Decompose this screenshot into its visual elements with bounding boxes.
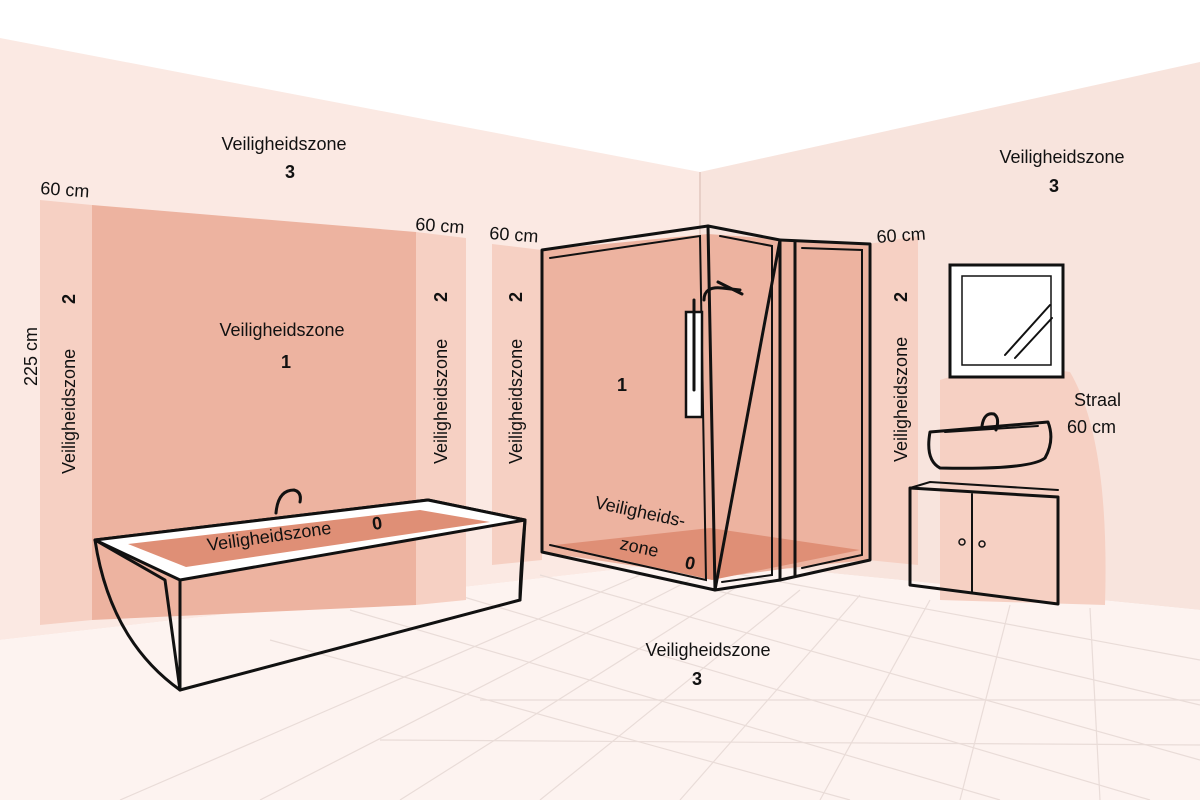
shower-head-icon: [702, 286, 742, 302]
sink: [927, 412, 1053, 470]
zone3-left-number: 3: [285, 162, 295, 182]
zone2-shower-right-number: 2: [891, 292, 911, 302]
zone0-bath-water: [128, 510, 490, 567]
shower-enclosure: [540, 224, 872, 592]
zone2-left-label: Veiligheidszone: [59, 349, 79, 474]
zone0-bath-number: 0: [371, 513, 384, 534]
zone2-bath-right-label: Veiligheidszone: [431, 339, 451, 464]
zone2-left-band: [40, 200, 92, 625]
width-60cm-bath-right: 60 cm: [415, 214, 465, 237]
zone2-shower-right-band: [868, 236, 918, 565]
zone2-bath-right-number: 2: [431, 292, 451, 302]
zone1-bath-label: Veiligheidszone: [219, 320, 344, 340]
floor: [0, 560, 1200, 800]
zone3-left-label: Veiligheidszone: [221, 134, 346, 154]
zone3-right-number: 3: [1049, 176, 1059, 196]
sink-faucet: [980, 412, 1000, 432]
zone2-shower-left-number: 2: [506, 292, 526, 302]
zone1-shower: [542, 234, 868, 578]
bathtub: [93, 488, 527, 692]
zone1-bath-number: 1: [281, 352, 291, 372]
width-60cm-shower-right: 60 cm: [876, 224, 926, 247]
zone0-shower-number: 0: [683, 552, 697, 574]
width-60cm-shower-left: 60 cm: [489, 223, 539, 246]
beam-value: 60 cm: [1067, 417, 1116, 437]
zone2-left-number: 2: [59, 294, 79, 304]
mirror: [948, 263, 1065, 379]
bath-faucet: [274, 488, 302, 515]
zone1-shower-number: 1: [617, 375, 627, 395]
height-225cm-label: 225 cm: [21, 327, 41, 386]
zone2-shower-left-label: Veiligheidszone: [506, 339, 526, 464]
zone0-shower-floor: [555, 528, 860, 580]
zone2-shower-left-band: [492, 244, 542, 565]
zone3-floor-label: Veiligheidszone: [645, 640, 770, 660]
width-60cm-left: 60 cm: [40, 178, 90, 201]
zone3-right-label: Veiligheidszone: [999, 147, 1124, 167]
beam-label: Straal: [1074, 390, 1121, 410]
cabinet: [908, 480, 1060, 606]
zone3-floor-number: 3: [692, 669, 702, 689]
zone2-shower-right-label: Veiligheidszone: [891, 337, 911, 462]
